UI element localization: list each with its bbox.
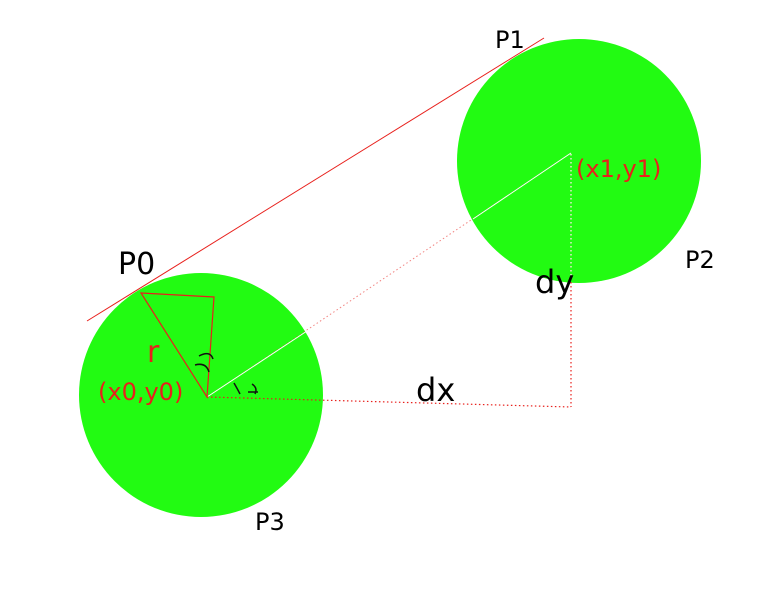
dx-line: [206, 396, 572, 408]
label-center0: (x0,y0): [98, 378, 183, 406]
label-p3: P3: [255, 508, 285, 536]
label-dy: dy: [535, 263, 574, 301]
angle-mark-upper: [194, 352, 214, 373]
label-dx: dx: [416, 371, 455, 409]
label-center1: (x1,y1): [576, 155, 661, 183]
center-line-right: [472, 152, 572, 220]
center-line-left: [206, 328, 311, 398]
label-p1: P1: [495, 26, 525, 54]
circle-right: [457, 39, 701, 283]
angle-mark-lower: [233, 382, 258, 395]
circle-left: [79, 273, 323, 517]
label-p2: P2: [685, 246, 715, 274]
label-r: r: [147, 335, 160, 370]
label-p0: P0: [118, 247, 155, 282]
radius-triangle: [139, 292, 215, 399]
tangent-line: [86, 37, 545, 322]
